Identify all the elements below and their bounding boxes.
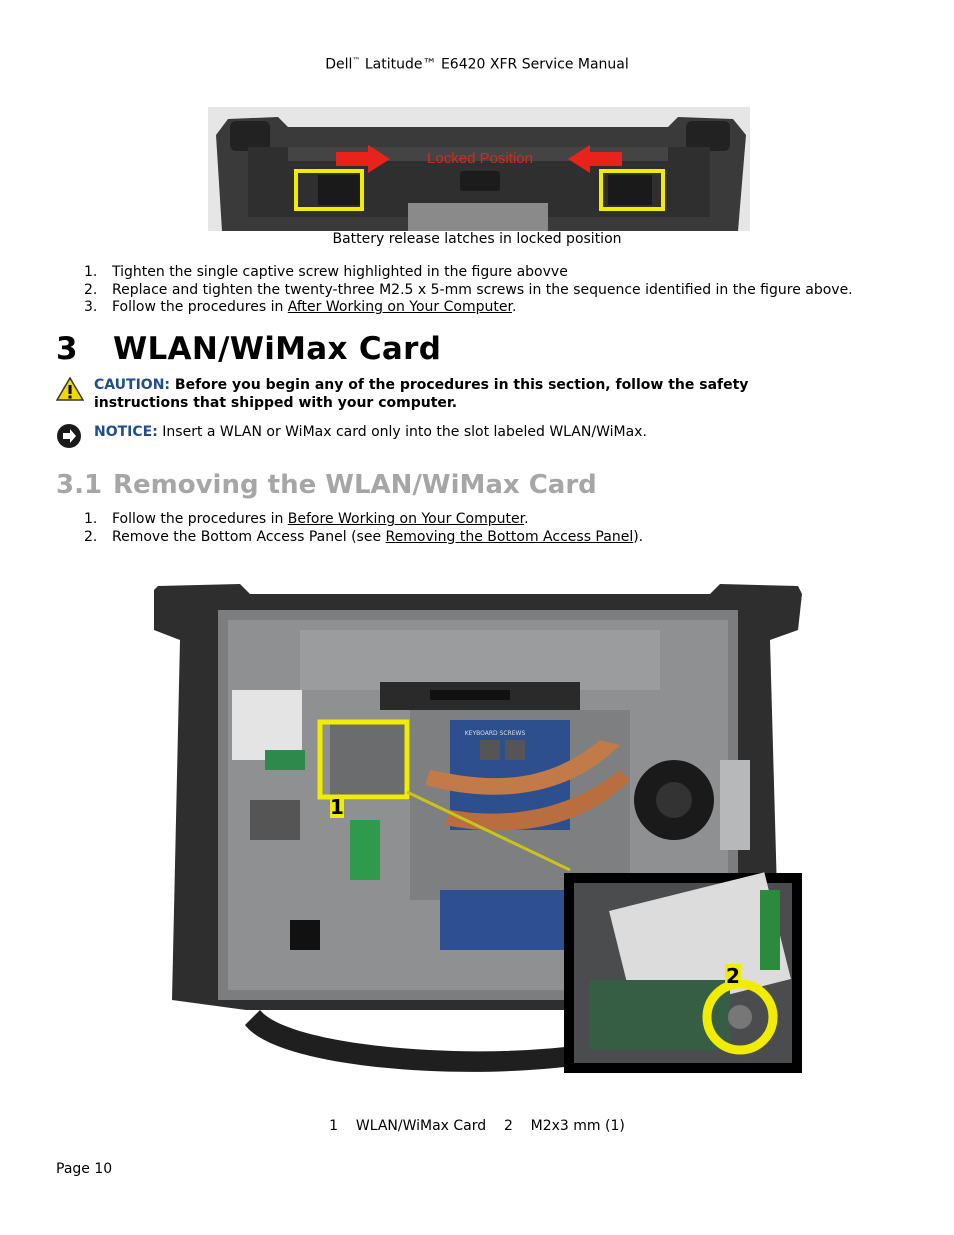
step-text: Follow the procedures in <box>112 299 288 315</box>
caution-text: Before you begin any of the procedures i… <box>170 377 749 393</box>
header-brand: Dell <box>325 56 353 73</box>
notice-label: NOTICE: <box>94 424 158 440</box>
list-item: 2. Replace and tighten the twenty-three M… <box>56 282 853 300</box>
subsection-heading: 3.1 Removing the WLAN/WiMax Card <box>56 470 597 500</box>
page-number: Page 10 <box>56 1161 113 1177</box>
step-number: 2. <box>84 528 98 545</box>
section-number: 3 <box>56 331 78 367</box>
reinstall-steps-list: 1. Tighten the single captive screw highl… <box>56 264 853 317</box>
notice-note: NOTICE: Insert a WLAN or WiMax card only… <box>56 423 856 448</box>
step-number: 1. <box>84 264 98 280</box>
step-number: 2. <box>84 281 98 298</box>
after-working-link[interactable]: After Working on Your Computer <box>287 299 512 315</box>
section-heading: 3 WLAN/WiMax Card <box>56 331 441 367</box>
step-number: 3. <box>84 299 98 315</box>
before-working-link[interactable]: Before Working on Your Computer <box>287 511 525 527</box>
list-item: 1. Tighten the single captive screw highl… <box>56 264 853 282</box>
locked-position-label: Locked Position <box>427 150 533 167</box>
step-text-end: . <box>524 511 529 527</box>
header-title: Latitude™ E6420 XFR Service Manual <box>360 56 629 73</box>
step-text: Tighten the single captive screw highlig… <box>112 264 568 280</box>
step-text: Replace and tighten the twenty-three M2.… <box>112 281 853 298</box>
step-text-end: . <box>511 299 517 315</box>
removal-steps-list: 1. Follow the procedures in Before Workin… <box>56 511 643 546</box>
list-item: 2. Remove the Bottom Access Panel (see Re… <box>56 529 643 547</box>
step-text: Follow the procedures in <box>112 511 288 527</box>
battery-latches-photo: Locked Position <box>208 107 750 231</box>
figure-legend: 1 WLAN/WiMax Card 2 M2x3 mm (1) <box>329 1118 625 1134</box>
trademark-mark: ™ <box>352 56 361 65</box>
step-text-end: ). <box>633 528 644 545</box>
section-title: WLAN/WiMax Card <box>113 331 442 367</box>
step-text: Remove the Bottom Access Panel (see <box>112 528 386 545</box>
notice-arrow-icon <box>57 424 81 448</box>
running-header: Dell™ Latitude™ E6420 XFR Service Manual <box>0 56 954 73</box>
warning-triangle-icon <box>56 377 84 401</box>
caution-text-cont: instructions that shipped with your comp… <box>94 394 458 411</box>
list-item: 3. Follow the procedures in After Working… <box>56 299 853 317</box>
caution-note: CAUTION: Before you begin any of the pro… <box>56 377 856 413</box>
list-item: 1. Follow the procedures in Before Workin… <box>56 511 643 529</box>
wlan-card-photo: 1 KEYBOARD SCREWS 2 <box>150 570 802 1102</box>
caution-label: CAUTION: <box>94 377 171 393</box>
figure-caption: Battery release latches in locked positi… <box>332 231 622 247</box>
callout-2: 2 <box>726 964 740 988</box>
keyboard-screws-label: KEYBOARD SCREWS <box>465 730 526 737</box>
step-number: 1. <box>84 511 98 527</box>
subsection-title: Removing the WLAN/WiMax Card <box>113 470 597 500</box>
subsection-number: 3.1 <box>56 470 103 500</box>
notice-text: Insert a WLAN or WiMax card only into th… <box>157 424 647 440</box>
removing-bottom-panel-link[interactable]: Removing the Bottom Access Panel <box>385 528 634 545</box>
callout-1: 1 <box>330 795 344 819</box>
